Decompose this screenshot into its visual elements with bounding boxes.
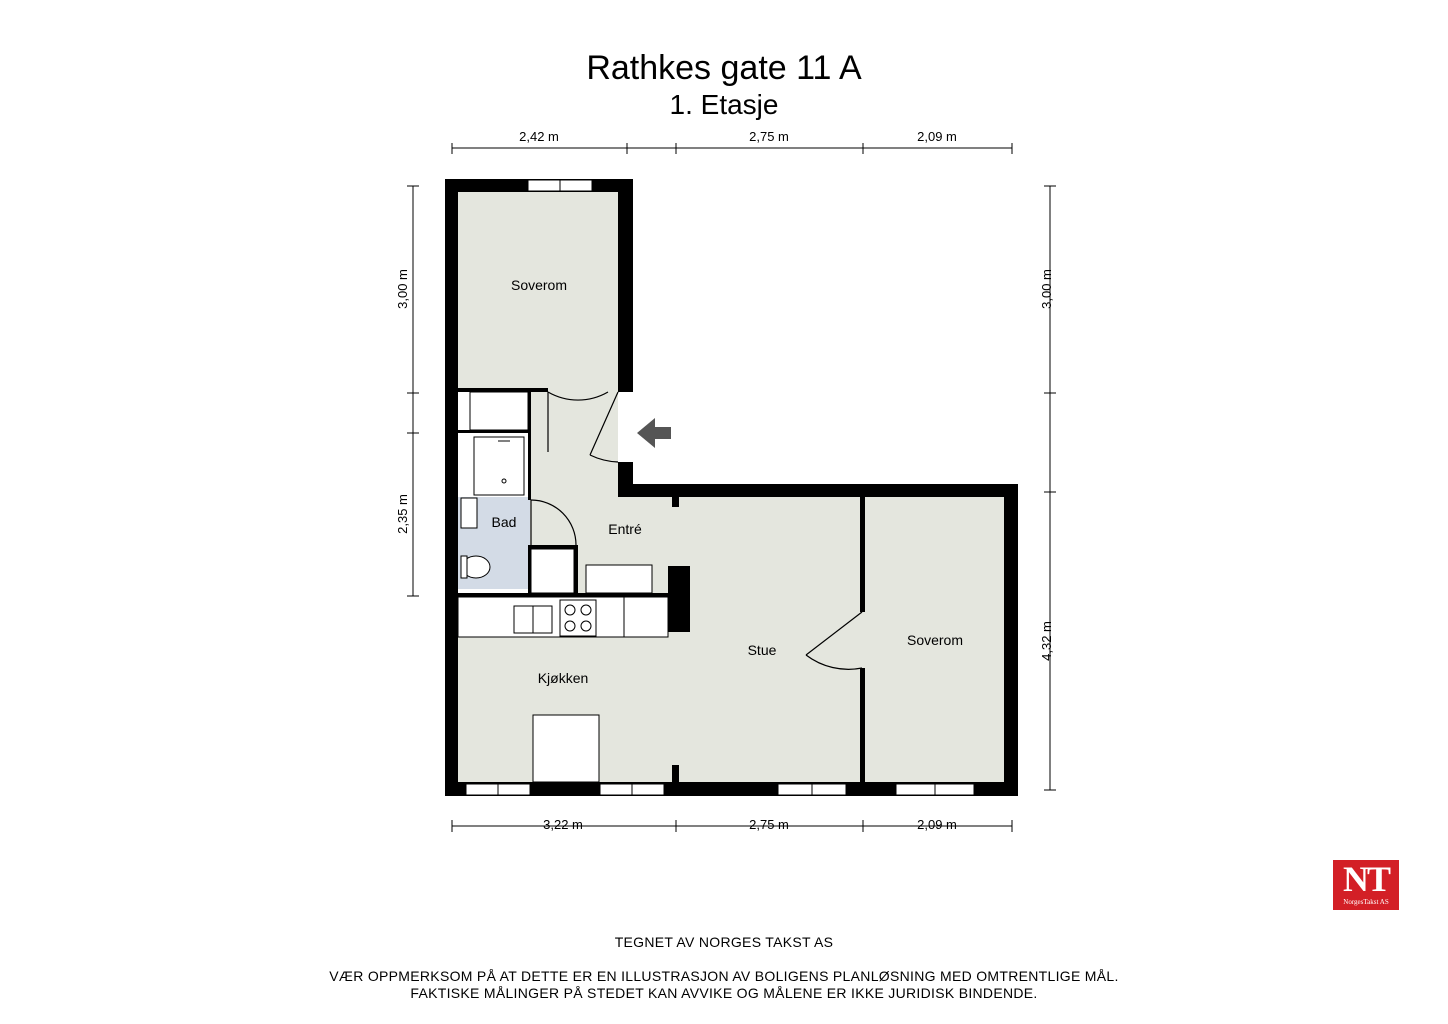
wall — [668, 566, 690, 632]
room-label-soverom: Soverom — [907, 632, 963, 648]
cabinet — [585, 564, 653, 594]
door-leaf — [805, 611, 863, 656]
dim-label-bottom: 2,75 m — [749, 817, 789, 832]
cabinet — [530, 548, 575, 594]
wall — [528, 392, 531, 500]
wall — [528, 545, 578, 549]
wall — [458, 430, 530, 433]
wall — [618, 179, 633, 392]
plan-title: Rathkes gate 11 A — [586, 49, 862, 87]
wall — [860, 497, 865, 612]
door-swing — [530, 499, 577, 546]
wall — [672, 765, 679, 782]
dim-label-top: 2,42 m — [519, 129, 559, 144]
dim-label-right: 3,00 m — [1039, 269, 1054, 309]
disclaimer-line: FAKTISKE MÅLINGER PÅ STEDET KAN AVVIKE O… — [410, 985, 1038, 1001]
room-label-bad: Bad — [492, 514, 517, 530]
doors — [530, 391, 863, 670]
footer-credit: TEGNET AV NORGES TAKST AS — [614, 934, 834, 950]
room-labels: Soverom Bad Entré Stue Soverom Kjøkken — [492, 277, 963, 686]
room-label-entre: Entré — [608, 521, 642, 537]
wall — [1004, 484, 1018, 796]
door-swing — [805, 654, 863, 670]
door-swing — [547, 391, 609, 401]
room-label-kjokken: Kjøkken — [538, 670, 589, 686]
dim-label-right: 4,32 m — [1039, 621, 1054, 661]
dim-label-top: 2,75 m — [749, 129, 789, 144]
footer-disclaimer: VÆR OPPMERKSOM PÅ AT DETTE ER EN ILLUSTR… — [0, 968, 1448, 1002]
wall — [618, 484, 1018, 497]
floor-main — [458, 390, 1004, 782]
entrance-arrow-icon — [637, 418, 671, 448]
wall — [458, 593, 670, 597]
wall — [445, 179, 458, 796]
dim-label-top: 2,09 m — [917, 129, 957, 144]
dim-label-bottom: 2,09 m — [917, 817, 957, 832]
wall — [672, 497, 679, 507]
fixtures — [457, 391, 669, 783]
dimension-labels: 2,42 m 2,75 m 2,09 m 3,22 m 2,75 m 2,09 … — [395, 129, 1054, 832]
logo-name: NorgesTakst AS — [1343, 898, 1389, 906]
wall — [528, 545, 531, 597]
wall — [574, 545, 578, 595]
wardrobe — [469, 391, 529, 431]
disclaimer-line: VÆR OPPMERKSOM PÅ AT DETTE ER EN ILLUSTR… — [329, 968, 1119, 984]
wall — [860, 668, 865, 782]
floor-soverom-top — [458, 192, 618, 390]
wall — [445, 782, 1018, 796]
shower-tray — [473, 436, 525, 496]
dim-label-left: 2,35 m — [395, 494, 410, 534]
sink-icon — [460, 497, 478, 529]
windows — [465, 179, 975, 796]
dim-label-bottom: 3,22 m — [543, 817, 583, 832]
floor-subtitle: 1. Etasje — [669, 89, 779, 120]
kitchen-island — [532, 714, 600, 783]
room-label-stue: Stue — [748, 642, 777, 658]
door-swing — [589, 454, 619, 463]
logo-mark: NT — [1342, 859, 1391, 899]
wall — [458, 388, 548, 392]
door-leaf — [589, 391, 619, 456]
dim-label-left: 3,00 m — [395, 269, 410, 309]
dimension-lines — [407, 143, 1056, 832]
walls — [445, 179, 1018, 796]
room-label-soverom: Soverom — [511, 277, 567, 293]
norgestakst-logo: NT NorgesTakst AS — [1333, 860, 1399, 910]
stove-icon — [559, 599, 597, 637]
